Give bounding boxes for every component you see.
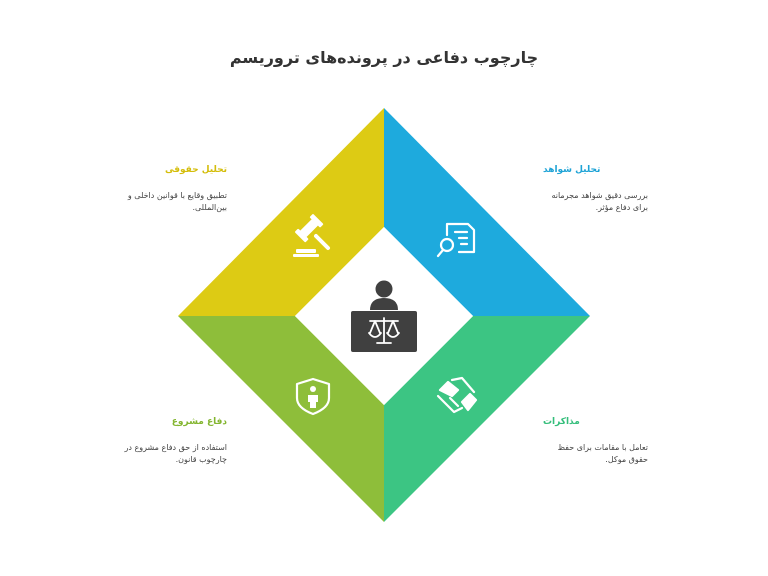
legal-analysis-description: تطبیق وقایع با قوانین داخلی و بین‌المللی… (127, 191, 227, 212)
diagram-title: چارچوب دفاعی در پرونده‌های تروریسم (229, 48, 539, 67)
quadrant-legal-analysis (178, 108, 384, 316)
evidence-analysis-heading: تحلیل شواهد (543, 165, 601, 175)
legitimate-defense-heading: دفاع مشروع (171, 417, 227, 427)
quadrant-negotiations (384, 316, 590, 522)
quadrant-evidence-analysis (384, 108, 590, 316)
legal-analysis-heading: تحلیل حقوقی (165, 165, 227, 175)
lawyer-scales-icon (351, 280, 417, 352)
document-search-icon (436, 222, 476, 258)
negotiations-heading: مذاکرات (543, 417, 580, 427)
handshake-icon (436, 376, 478, 414)
legitimate-defense-description: استفاده از حق دفاع مشروع در چارچوب قانون… (124, 443, 228, 464)
gavel-icon (293, 214, 330, 257)
negotiations-description: تعامل با مقامات برای حفظ حقوق موکل. (557, 443, 648, 464)
quadrant-legitimate-defense (178, 316, 384, 522)
shield-person-icon (295, 377, 331, 416)
evidence-analysis-description: بررسی دقیق شواهد مجرمانه برای دفاع مؤثر. (551, 191, 648, 212)
